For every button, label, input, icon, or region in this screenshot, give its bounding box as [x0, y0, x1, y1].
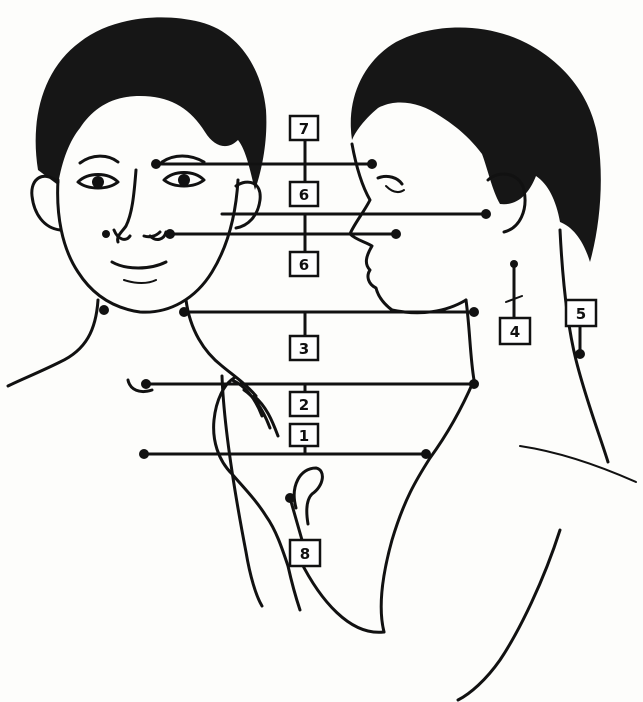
- profile-chest: [381, 380, 474, 632]
- label-6-lower: 6: [290, 252, 318, 276]
- label-4: 4: [500, 318, 530, 344]
- profile-lower-body: [300, 560, 384, 632]
- front-nose: [118, 170, 160, 242]
- label-3: 3: [290, 336, 318, 360]
- profile-neck-back: [560, 230, 608, 462]
- point-1-profile: [421, 449, 431, 459]
- profile-arm: [458, 530, 560, 700]
- front-face-outline: [58, 180, 238, 312]
- profile-figure: [300, 27, 636, 700]
- label-7-text: 7: [299, 120, 309, 138]
- point-2-front: [141, 379, 151, 389]
- label-1-text: 1: [299, 427, 309, 445]
- label-7: 7: [290, 116, 318, 140]
- point-front-nose-left: [102, 230, 110, 238]
- hand-thumb: [294, 468, 322, 524]
- profile-lid: [386, 186, 404, 192]
- front-mouth: [112, 262, 166, 268]
- point-front-neck-left: [99, 305, 109, 315]
- front-right-eyebrow: [162, 156, 204, 162]
- front-right-ear: [236, 182, 260, 228]
- profile-face: [350, 144, 392, 310]
- point-7-profile: [367, 159, 377, 169]
- point-5: [575, 349, 585, 359]
- front-left-pupil: [92, 176, 104, 188]
- label-5: 5: [566, 300, 596, 326]
- point-6-front-nose: [165, 229, 175, 239]
- label-5-text: 5: [576, 305, 586, 323]
- hand-fingers: [232, 380, 278, 436]
- profile-hair: [351, 27, 601, 262]
- label-4-text: 4: [510, 323, 520, 341]
- point-4: [510, 260, 518, 268]
- profile-eye: [378, 176, 402, 184]
- label-2-text: 2: [299, 396, 309, 414]
- front-neck-left: [8, 300, 98, 386]
- front-left-eyebrow: [80, 156, 118, 163]
- point-3-profile: [469, 307, 479, 317]
- profile-shoulder: [520, 446, 636, 482]
- point-1-front: [139, 449, 149, 459]
- point-7-front: [151, 159, 161, 169]
- label-6-lower-text: 6: [299, 256, 309, 274]
- point-6-ear: [481, 209, 491, 219]
- point-6-profile-nose: [391, 229, 401, 239]
- label-8: 8: [290, 540, 320, 566]
- label-8-text: 8: [300, 545, 310, 563]
- point-2-profile: [469, 379, 479, 389]
- label-6-upper: 6: [290, 182, 318, 206]
- front-chest: [222, 376, 262, 606]
- label-3-text: 3: [299, 340, 309, 358]
- front-chin: [124, 280, 156, 283]
- point-3-front: [179, 307, 189, 317]
- label-2: 2: [290, 392, 318, 416]
- point-8: [285, 493, 295, 503]
- label-6-upper-text: 6: [299, 186, 309, 204]
- front-left-ear: [32, 176, 60, 230]
- label-1: 1: [290, 424, 318, 446]
- front-right-pupil: [178, 174, 190, 186]
